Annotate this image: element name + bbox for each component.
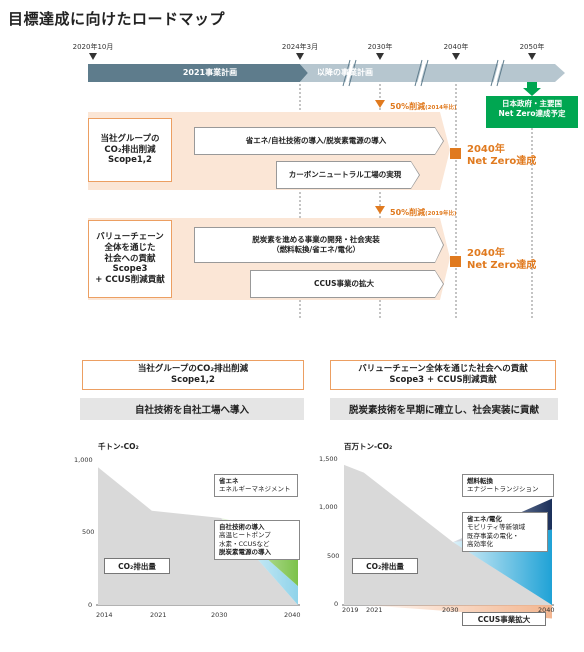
scope12-arrow-cn-factory-text: カーボンニュートラル工場の実現 [288, 170, 402, 180]
right-section-header: バリューチェーン全体を通じた社会への貢献 Scope3 + CCUS削減貢献 [330, 360, 556, 390]
goal-line-2: Net Zero達成予定 [498, 109, 566, 119]
scope3-label-line-1: バリューチェーン [96, 232, 164, 243]
right-header-line-1: バリューチェーン全体を通じた社会への貢献 [358, 363, 528, 374]
scope12-achieve-text: Net Zero達成 [467, 156, 537, 167]
scope12-label-line-2: CO₂排出削減 [104, 144, 156, 155]
scope3-achieve-year: 2040年 [467, 248, 505, 259]
scope12-arrow-energy: 省エネ/自社技術の導入/脱炭素電源の導入 [194, 127, 444, 155]
ccus-expansion-label: CCUS事業拡大 [462, 612, 546, 626]
right-legend-elec-line-3: 高効率化 [467, 540, 493, 549]
timeline-label-2030: 2030年 [367, 43, 393, 51]
right-legend-elec: 省エネ/電化 モビリティ等新領域 既存事業の電化・ 高効率化 [462, 512, 548, 552]
right-emissions-label: CO₂排出量 [352, 558, 418, 574]
right-x-tick-2030: 2030 [442, 606, 459, 614]
right-legend-elec-title: 省エネ/電化 [467, 515, 502, 523]
left-header-line-1: 当社グループのCO₂排出削減 [137, 363, 249, 374]
right-y-tick-500: 500 [327, 552, 340, 560]
plan-future-label: 以降の事業計画 [317, 68, 373, 77]
scope3-arrow-business-line-2: （燃料転換/省エネ/電化） [272, 245, 360, 254]
scope3-label-line-2: 全体を通じた [104, 243, 156, 254]
marker-2020 [89, 53, 97, 60]
plan-2021-label: 2021事業計画 [182, 68, 238, 77]
scope3-reduction: 50%削減(2019年比) [390, 207, 457, 218]
timeline-label-2024: 2024年3月 [281, 43, 319, 51]
left-x-tick-2021: 2021 [150, 611, 167, 619]
scope12-arrow-energy-text: 省エネ/自社技術の導入/脱炭素電源の導入 [245, 136, 387, 146]
scope3-arrow-ccus: CCUS事業の拡大 [250, 270, 444, 298]
right-y-tick-1000: 1,000 [319, 503, 338, 511]
right-x-tick-2040: 2040 [538, 606, 555, 614]
right-y-tick-1500: 1,500 [319, 455, 338, 463]
scope12-achieve-year: 2040年 [467, 144, 505, 155]
left-legend-tech-title: 自社技術の導入 [219, 523, 265, 531]
left-legend-energy: 省エネ エネルギーマネジメント [214, 474, 298, 497]
scope3-arrow-business: 脱炭素を進める事業の開発・社会実装 （燃料転換/省エネ/電化） [194, 227, 444, 263]
left-emissions-label: CO₂排出量 [104, 558, 170, 574]
marker-2040 [452, 53, 460, 60]
scope3-arrow-ccus-text: CCUS事業の拡大 [314, 279, 374, 289]
left-legend-tech-line-2: 水素・CCUSなど [219, 539, 270, 548]
scope12-label: 当社グループの CO₂排出削減 Scope1,2 [88, 118, 172, 182]
marker-2030 [376, 53, 384, 60]
left-x-tick-2030: 2030 [211, 611, 228, 619]
scope3-reduction-base: (2019年比) [425, 211, 457, 217]
marker-2050 [528, 53, 536, 60]
right-header-line-2: Scope3 + CCUS削減貢献 [389, 375, 497, 385]
page-title: 目標達成に向けたロードマップ [8, 10, 226, 28]
scope12-achieve: 2040年 Net Zero達成 [467, 144, 536, 168]
right-chart-ylabel: 百万トン-CO₂ [344, 442, 393, 451]
right-x-tick-2021: 2021 [366, 606, 383, 614]
timeline-label-2050: 2050年 [519, 43, 545, 51]
right-x-tick-2019: 2019 [342, 606, 359, 614]
scope3-achieve: 2040年 Net Zero達成 [467, 248, 536, 272]
left-section-bar: 自社技術を自社工場へ導入 [80, 398, 304, 420]
scope12-reduction-value: 50%削減 [390, 102, 426, 111]
goal-line-1: 日本政府・主要国 [502, 99, 562, 108]
right-section-bar: 脱炭素技術を早期に確立し、社会実装に貢献 [330, 398, 558, 420]
left-legend-energy-title: 省エネ [219, 477, 239, 485]
scope12-arrow-cn-factory: カーボンニュートラル工場の実現 [276, 161, 420, 189]
scope12-reduction-base: (2014年比) [425, 105, 457, 111]
timeline-label-2040: 2040年 [443, 43, 469, 51]
left-legend-energy-sub: エネルギーマネジメント [219, 485, 291, 494]
scope12-label-line-1: 当社グループの [100, 134, 160, 145]
left-y-tick-500: 500 [82, 528, 95, 536]
right-y-tick-0: 0 [334, 600, 339, 608]
goal-arrow [523, 82, 541, 96]
right-legend-fuel-sub: エナジートランジション [467, 485, 539, 494]
marker-2024 [296, 53, 304, 60]
scope3-label-line-5: + CCUS削減貢献 [95, 274, 165, 285]
left-x-tick-2040: 2040 [284, 611, 301, 619]
left-chart-ylabel: 千トン-CO₂ [98, 442, 139, 451]
right-legend-fuel: 燃料転換 エナジートランジション [462, 474, 554, 497]
left-y-tick-0: 0 [88, 601, 93, 609]
scope3-achieve-marker [450, 256, 461, 267]
left-header-line-2: Scope1,2 [171, 375, 215, 385]
left-y-tick-1000: 1,000 [74, 456, 93, 464]
left-section-header: 当社グループのCO₂排出削減 Scope1,2 [82, 360, 304, 390]
scope12-label-line-3: Scope1,2 [108, 155, 152, 166]
left-legend-tech-line-1: 高温ヒートポンプ [219, 531, 271, 540]
scope3-label: バリューチェーン 全体を通じた 社会への貢献 Scope3 + CCUS削減貢献 [88, 220, 172, 298]
scope3-reduction-value: 50%削減 [390, 208, 426, 217]
plan-2021-bar [88, 64, 308, 82]
scope3-arrow-business-line-1: 脱炭素を進める事業の開発・社会実装 [252, 235, 380, 245]
left-legend-tech-line-3: 脱炭素電源の導入 [219, 548, 271, 557]
scope3-achieve-text: Net Zero達成 [467, 260, 537, 271]
left-x-tick-2014: 2014 [96, 611, 113, 619]
scope3-label-line-3: 社会への貢献 [104, 253, 156, 264]
scope12-reduction: 50%削減(2014年比) [390, 101, 457, 112]
scope12-achieve-marker [450, 148, 461, 159]
government-goal-box: 日本政府・主要国 Net Zero達成予定 [486, 96, 578, 128]
right-legend-elec-line-1: モビリティ等新領域 [467, 523, 526, 532]
left-legend-tech: 自社技術の導入 高温ヒートポンプ 水素・CCUSなど 脱炭素電源の導入 [214, 520, 300, 560]
right-legend-fuel-title: 燃料転換 [467, 477, 493, 485]
scope3-label-line-4: Scope3 [112, 264, 148, 275]
timeline-label-2020: 2020年10月 [72, 43, 114, 51]
right-legend-elec-line-2: 既存事業の電化・ [467, 531, 519, 540]
